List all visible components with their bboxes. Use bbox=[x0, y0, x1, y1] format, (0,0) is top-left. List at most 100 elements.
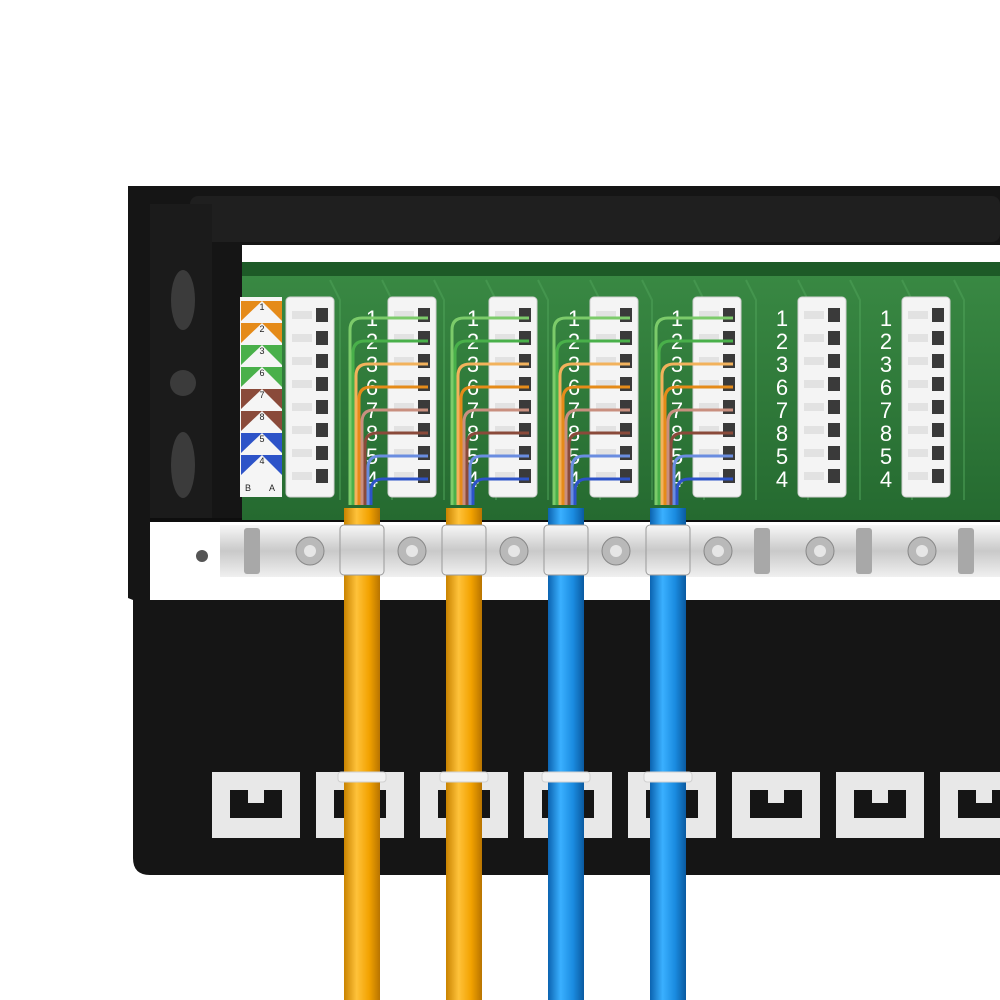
idc-contact bbox=[394, 426, 414, 434]
clip-screw-icon bbox=[916, 545, 928, 557]
zip-tie bbox=[337, 771, 387, 783]
block-pin-number: 6 bbox=[880, 375, 892, 400]
idc-contact bbox=[804, 311, 824, 319]
idc-slot bbox=[519, 377, 531, 391]
cable-wire bbox=[351, 339, 428, 505]
idc-contact bbox=[804, 403, 824, 411]
idc-slot bbox=[519, 446, 531, 460]
pcb-trace bbox=[641, 279, 653, 500]
idc-contact bbox=[495, 426, 515, 434]
idc-contact bbox=[292, 311, 312, 319]
idc-slot bbox=[620, 400, 632, 414]
zip-tie bbox=[541, 771, 591, 783]
idc-contact bbox=[596, 311, 616, 319]
legend-swatch bbox=[262, 455, 282, 475]
clip-holder bbox=[754, 528, 770, 574]
idc-contact bbox=[908, 334, 928, 342]
pcb-trace bbox=[953, 279, 965, 500]
legend-pin-number: 4 bbox=[259, 456, 264, 466]
legend-pin-number: 8 bbox=[259, 412, 264, 422]
idc-contact bbox=[495, 334, 515, 342]
idc-contact bbox=[596, 334, 616, 342]
cable-wire bbox=[450, 316, 529, 505]
idc-slot bbox=[519, 469, 531, 483]
cable-wire bbox=[573, 477, 630, 505]
idc-slot bbox=[418, 308, 430, 322]
zip-tie bbox=[439, 771, 489, 783]
idc-contact bbox=[908, 449, 928, 457]
block-pin-number: 2 bbox=[776, 329, 788, 354]
idc-contact bbox=[292, 357, 312, 365]
idc-slot bbox=[316, 446, 328, 460]
idc-contact bbox=[699, 403, 719, 411]
cable-wire bbox=[558, 362, 630, 505]
block-pin-number: 4 bbox=[880, 467, 892, 492]
idc-slot bbox=[418, 377, 430, 391]
idc-contact bbox=[495, 311, 515, 319]
network-cables bbox=[337, 316, 733, 1000]
idc-slot bbox=[519, 423, 531, 437]
cable-wire bbox=[471, 477, 529, 505]
idc-contact bbox=[292, 472, 312, 480]
legend-pin-number: 3 bbox=[259, 346, 264, 356]
idc-slot bbox=[932, 446, 944, 460]
idc-slot bbox=[828, 331, 840, 345]
idc-slot bbox=[519, 308, 531, 322]
idc-contact bbox=[596, 380, 616, 388]
cable-wire bbox=[462, 408, 529, 505]
idc-contact bbox=[495, 472, 515, 480]
idc-contact bbox=[699, 380, 719, 388]
idc-contact bbox=[394, 472, 414, 480]
idc-slot bbox=[620, 331, 632, 345]
idc-slot bbox=[828, 354, 840, 368]
block-pin-number: 2 bbox=[880, 329, 892, 354]
idc-slot bbox=[418, 446, 430, 460]
idc-slot bbox=[316, 377, 328, 391]
idc-slot bbox=[723, 423, 735, 437]
idc-contact bbox=[394, 311, 414, 319]
clip-holder bbox=[958, 528, 974, 574]
cable-slot bbox=[836, 772, 924, 838]
idc-contact bbox=[908, 426, 928, 434]
idc-slot bbox=[418, 400, 430, 414]
pcb-trace bbox=[849, 279, 861, 500]
idc-contact bbox=[908, 380, 928, 388]
punch-down-block bbox=[488, 296, 538, 498]
legend-swatch bbox=[241, 455, 262, 475]
cable-wire bbox=[369, 477, 428, 505]
idc-slot bbox=[932, 423, 944, 437]
block-pin-number: 5 bbox=[568, 444, 580, 469]
idc-slot bbox=[932, 469, 944, 483]
pcb-trace bbox=[745, 279, 757, 500]
idc-contact bbox=[699, 311, 719, 319]
block-pin-number: 7 bbox=[880, 398, 892, 423]
mount-slot-upper bbox=[171, 270, 195, 330]
idc-slot bbox=[932, 308, 944, 322]
cable-clamp bbox=[645, 524, 691, 576]
clip-holder bbox=[244, 528, 260, 574]
clip-screw-icon bbox=[712, 545, 724, 557]
cable-wire bbox=[348, 316, 428, 505]
cable-slot bbox=[420, 772, 508, 838]
legend-swatch bbox=[262, 367, 282, 387]
cable-wire bbox=[357, 385, 428, 505]
punch-down-block bbox=[387, 296, 437, 498]
cable-slot bbox=[316, 772, 404, 838]
cable-wire bbox=[570, 454, 630, 505]
legend-swatch bbox=[241, 411, 262, 431]
cable-slot bbox=[732, 772, 820, 838]
cable-wire bbox=[669, 431, 733, 505]
idc-slot bbox=[316, 400, 328, 414]
block-pin-number: 3 bbox=[776, 352, 788, 377]
cable-yellow bbox=[344, 508, 380, 1000]
cable-slot bbox=[212, 772, 300, 838]
block-pin-number: 1 bbox=[776, 306, 788, 331]
pcb-trace bbox=[329, 279, 341, 500]
legend-pin-number: 2 bbox=[259, 324, 264, 334]
cable-wire bbox=[552, 316, 630, 505]
legend-swatch bbox=[241, 345, 262, 365]
idc-contact bbox=[804, 334, 824, 342]
cable-wire bbox=[555, 339, 630, 505]
